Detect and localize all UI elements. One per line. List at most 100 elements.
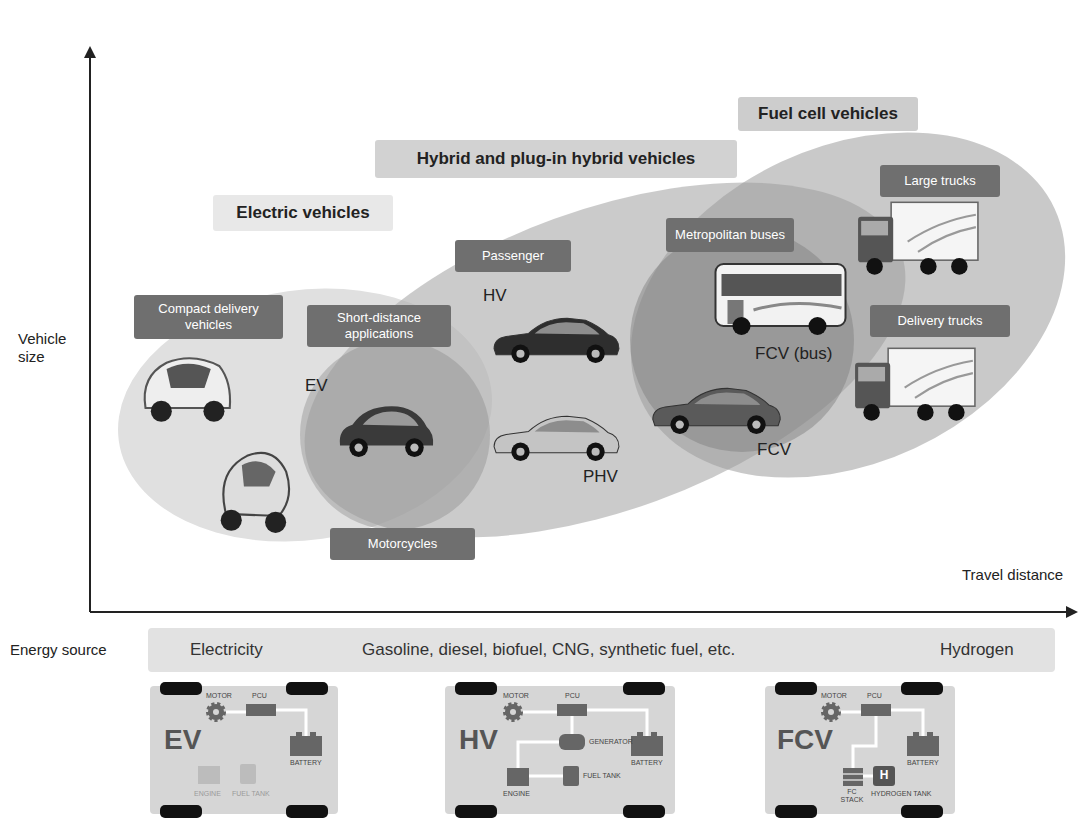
use-case-tag: Passenger [455, 240, 571, 272]
battery-terminal [651, 732, 657, 736]
fcv-region [575, 65, 1083, 544]
motor-icon [213, 709, 219, 715]
component-label: MOTOR [821, 692, 847, 700]
energy-source: Hydrogen [940, 640, 1014, 660]
wheel [775, 805, 817, 818]
component-label: FCV [777, 724, 833, 756]
fcv-car-picture [653, 388, 780, 434]
pcu-icon [246, 704, 276, 716]
use-case-tag: Motorcycles [330, 528, 475, 560]
vehicle-type-label: FCV [757, 440, 791, 460]
component-label: PCU [252, 692, 267, 700]
fc-stack-stripes [843, 774, 863, 780]
motor-icon [208, 704, 224, 720]
pcu-icon [861, 704, 891, 716]
large-truck-picture [858, 202, 978, 274]
axis-arrowhead [84, 46, 96, 58]
use-case-tag: Metropolitan buses [666, 218, 794, 252]
wheel [623, 805, 665, 818]
wheel [455, 682, 497, 695]
wheel [775, 682, 817, 695]
axis-label: Energy source [10, 641, 107, 659]
battery-terminal [927, 732, 933, 736]
ev-car-picture [340, 406, 433, 457]
component-label: BATTERY [907, 759, 939, 767]
energy-source: Gasoline, diesel, biofuel, CNG, syntheti… [362, 640, 735, 660]
motor-icon [828, 709, 834, 715]
component-label: MOTOR [503, 692, 529, 700]
wheel [160, 805, 202, 818]
use-case-name: Passenger [482, 248, 544, 264]
motorcycle-picture [221, 453, 289, 533]
fcv-schematic [765, 682, 955, 818]
fc-stack-icon [843, 768, 863, 786]
wheel [286, 682, 328, 695]
component-label: HYDROGEN TANK [871, 790, 931, 798]
axis-label: Travel distance [962, 566, 1063, 584]
wheel [160, 682, 202, 695]
compact-vehicle-picture [145, 358, 230, 422]
wheel [286, 805, 328, 818]
hv-schematic-box: HVMOTORPCUGENERATORBATTERYENGINEFUEL TAN… [445, 686, 675, 814]
category-name: Electric vehicles [236, 203, 369, 223]
schematic-ground [445, 686, 675, 814]
energy-source-bar: Electricity Gasoline, diesel, biofuel, CN… [148, 628, 1055, 672]
battery-icon [907, 736, 939, 756]
engine-icon [198, 766, 220, 784]
phv-car-picture [494, 416, 619, 461]
category-name: Hybrid and plug-in hybrid vehicles [417, 149, 696, 169]
component-label: GENERATOR [589, 738, 633, 746]
vehicle-type-label: PHV [583, 467, 618, 487]
hydrogen-tank-icon [873, 766, 895, 786]
vehicle-type-label: HV [483, 286, 507, 306]
engine-icon [507, 768, 529, 786]
fuel-tank-icon [563, 766, 579, 786]
bus-region [630, 228, 854, 452]
battery-terminal [310, 732, 316, 736]
use-case-tag: Large trucks [880, 165, 1000, 197]
energy-source: Electricity [190, 640, 263, 660]
use-case-name: Motorcycles [368, 536, 437, 552]
battery-terminal [637, 732, 643, 736]
pcu-icon [557, 704, 587, 716]
generator-icon [559, 734, 585, 750]
x-axis [90, 611, 1068, 613]
component-label: FUEL TANK [232, 790, 270, 798]
component-label: EV [164, 724, 201, 756]
bus-picture [716, 264, 846, 335]
motor-icon [505, 704, 521, 720]
battery-terminal [913, 732, 919, 736]
use-case-name: Delivery trucks [897, 313, 982, 329]
category-label: Fuel cell vehicles [738, 97, 918, 131]
component-label: H [873, 769, 895, 783]
vehicle-type-label: EV [305, 376, 328, 396]
schematic-ground [765, 686, 955, 814]
fuel-tank-icon [240, 764, 256, 784]
axis-arrowhead [1066, 606, 1078, 618]
component-label: BATTERY [290, 759, 322, 767]
component-label: MOTOR [206, 692, 232, 700]
use-case-tag: Delivery trucks [870, 305, 1010, 337]
hv-car-picture [494, 318, 619, 363]
vehicle-type-label: FCV (bus) [755, 344, 832, 364]
battery-icon [631, 736, 663, 756]
use-case-name: Metropolitan buses [675, 227, 785, 243]
hv-schematic [445, 682, 675, 818]
wheel [623, 682, 665, 695]
schematic-ground [150, 686, 338, 814]
motor-icon [823, 704, 839, 720]
use-case-tag: Compact delivery vehicles [134, 295, 283, 339]
wheel [901, 805, 943, 818]
category-label: Electric vehicles [213, 195, 393, 231]
use-case-tag: Short-distance applications [307, 305, 451, 347]
ev-schematic-box: EV MOTOR PCU BATTERY ENGINE FUEL TANK [150, 686, 338, 814]
short-distance-region [300, 340, 490, 530]
battery-icon [290, 736, 322, 756]
motor-icon [510, 709, 516, 715]
component-label: PCU [867, 692, 882, 700]
component-label: ENGINE [194, 790, 221, 798]
component-label: FUEL TANK [583, 772, 621, 780]
component-label: HV [459, 724, 498, 756]
